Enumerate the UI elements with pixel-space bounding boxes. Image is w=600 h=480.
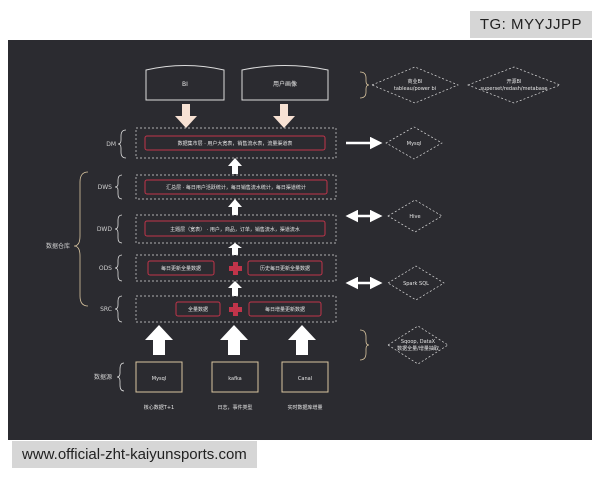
brace-bi-tools xyxy=(359,71,370,99)
layer-dm-frame xyxy=(135,127,337,159)
layer-ods-right: 历史每日更新全量数据 xyxy=(260,265,310,272)
source-canal-box xyxy=(281,361,329,393)
tool-spark-diamond xyxy=(387,265,445,301)
layer-ods-left-box xyxy=(147,260,215,276)
up-arrow-dwd-dws xyxy=(228,199,242,215)
up-arrow-source-canal xyxy=(288,325,316,355)
up-arrow-src-ods xyxy=(228,281,242,296)
source-mysql-caption: 核心数据T+1 xyxy=(144,404,174,411)
source-kafka-box xyxy=(211,361,259,393)
brace-dws xyxy=(114,174,123,200)
layer-label-dm: DM xyxy=(106,141,116,148)
source-mysql-name: Mysql xyxy=(152,376,166,382)
plus-icon-src xyxy=(229,303,242,316)
tool-mysql-diamond xyxy=(385,126,443,160)
layer-src-frame xyxy=(135,295,337,323)
layer-dm-content: 数据集市层 · 用户大宽表，销售流水表，流量渠道表 xyxy=(178,140,293,147)
warehouse-label: 数据仓库 xyxy=(46,242,70,250)
layer-dwd-content-box xyxy=(144,220,326,237)
user-profile-box xyxy=(241,65,329,101)
tool-hive-label: Hive xyxy=(409,214,420,220)
source-mysql-box xyxy=(135,361,183,393)
down-arrow-bi xyxy=(175,104,197,128)
source-label: 数据源 xyxy=(94,373,112,381)
up-arrow-source-kafka xyxy=(220,325,248,355)
watermark-tg: TG: MYYJJPP xyxy=(469,11,592,38)
layer-src-right: 每日增量更新数据 xyxy=(265,306,305,313)
layer-label-src: SRC xyxy=(100,306,112,313)
source-canal-caption: 实时数据库增量 xyxy=(287,404,322,411)
up-arrow-ods-dwd xyxy=(228,243,242,255)
tool-ingest-line1: Sqoop, DataX xyxy=(401,339,436,345)
down-arrow-user-profile xyxy=(273,104,295,128)
layer-src-left-box xyxy=(175,301,221,317)
layer-label-dwd: DWD xyxy=(97,226,113,233)
tool-bi-business-line2: tableau/power bi xyxy=(394,86,436,92)
tool-hive-diamond xyxy=(387,199,443,233)
diagram-background xyxy=(8,40,592,440)
source-canal-name: Canal xyxy=(298,376,312,382)
watermark-url: www.official-zht-kaiyunsports.com xyxy=(12,441,257,468)
brace-dm xyxy=(117,129,127,159)
source-kafka-name: kafka xyxy=(228,376,242,382)
layer-dws-content: 汇总层 · 每日用户活跃统计，每日销售流水统计，每日渠道统计 xyxy=(166,184,306,191)
layer-dws-content-box xyxy=(144,179,328,195)
layer-src-left: 全量数据 xyxy=(188,306,208,313)
bi-box xyxy=(145,65,225,101)
tool-mysql-label: Mysql xyxy=(407,141,421,147)
layer-dwd-content: 主题层（宽表） · 用户，商品，订单，销售流水，渠道流水 xyxy=(170,226,300,233)
bi-label: BI xyxy=(182,81,188,88)
layer-src-right-box xyxy=(248,301,322,317)
layer-ods-left: 每日更新全量数据 xyxy=(161,265,201,272)
up-arrow-source-mysql xyxy=(145,325,173,355)
tool-bi-open-line2: superset/redash/metabase xyxy=(480,86,547,92)
layer-label-ods: ODS xyxy=(99,265,112,272)
user-profile-label: 用户画像 xyxy=(273,80,297,88)
plus-icon-ods xyxy=(229,262,242,275)
layer-ods-right-box xyxy=(247,260,323,276)
layer-dm-content-box xyxy=(144,135,326,151)
brace-dwd xyxy=(114,214,123,244)
tool-bi-business-diamond xyxy=(371,66,459,104)
layer-dwd-frame xyxy=(135,214,337,244)
layer-dws-frame xyxy=(135,174,337,200)
tool-bi-business-line1: 商业BI xyxy=(408,78,423,85)
up-arrow-dws-dm xyxy=(228,158,242,174)
tool-bi-open-diamond xyxy=(467,66,561,104)
source-kafka-caption: 日志，事件类型 xyxy=(217,404,252,411)
brace-source xyxy=(116,362,125,392)
brace-ingest xyxy=(359,329,370,361)
tool-bi-open-line1: 开源BI xyxy=(507,78,522,85)
layer-label-dws: DWS xyxy=(98,184,113,191)
layer-ods-frame xyxy=(135,254,337,282)
brace-warehouse xyxy=(73,171,89,307)
tool-spark-label: Spark SQL xyxy=(403,281,429,287)
tool-ingest-line2: 数据全量/增量抽取 xyxy=(397,345,439,352)
brace-src xyxy=(114,295,123,323)
brace-ods xyxy=(114,254,123,282)
